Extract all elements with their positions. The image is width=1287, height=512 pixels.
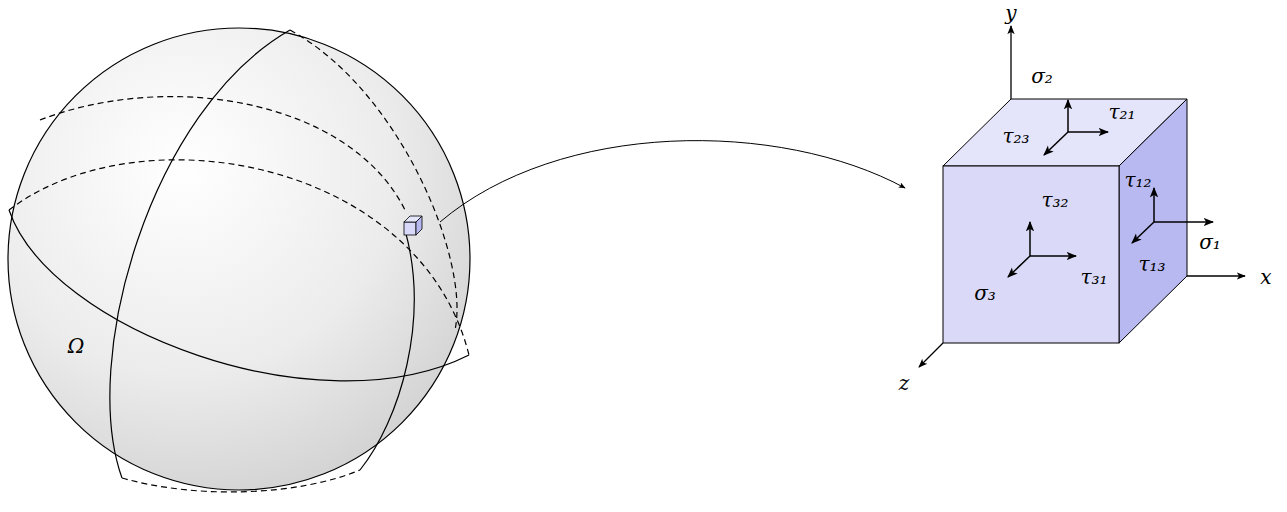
stress-label: τ₃₁ xyxy=(1080,267,1107,287)
stress-label: σ₂ xyxy=(1031,66,1053,86)
axis-label: y xyxy=(1005,3,1016,23)
stress-label: τ₁₃ xyxy=(1138,254,1165,274)
region-label: Ω xyxy=(68,336,85,356)
axis-label: x xyxy=(1260,267,1271,287)
stress-label: τ₂₃ xyxy=(1002,126,1029,146)
zoom-arrow xyxy=(440,141,905,222)
stress-label: τ₂₁ xyxy=(1108,102,1135,122)
stress-label: τ₁₂ xyxy=(1124,170,1151,190)
axis-label: z xyxy=(899,373,910,393)
stress-arrows xyxy=(1008,100,1213,277)
sphere xyxy=(8,28,470,492)
axes xyxy=(919,26,1245,367)
small-cube xyxy=(404,216,422,235)
stress-cube xyxy=(943,99,1187,343)
stress-label: σ₃ xyxy=(974,283,996,303)
stress-label: τ₃₂ xyxy=(1041,190,1068,210)
stress-label: σ₁ xyxy=(1199,232,1221,252)
